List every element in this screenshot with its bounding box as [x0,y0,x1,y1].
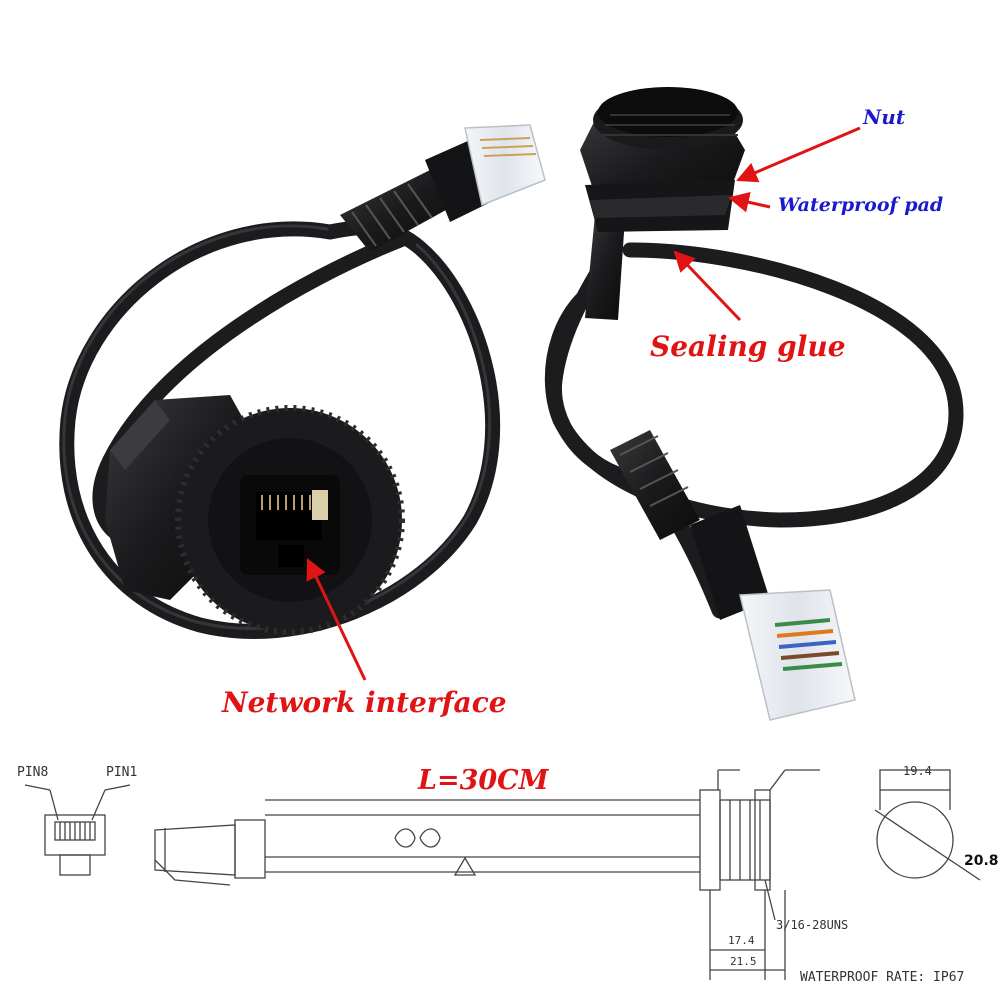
network-interface-arrow [306,558,367,681]
width-dimension-label: 19.4 [903,764,932,778]
sealing-glue-arrow [673,250,742,322]
network-interface-label: Network interface [222,686,507,719]
sealing-glue-sleeve [585,215,625,320]
waterproof-pad-label: Waterproof pad [778,194,944,216]
right-panel-connector [580,87,745,232]
pin8-label: PIN8 [17,765,49,780]
plug-side-drawing [154,819,266,886]
left-rj45-plug [340,124,546,252]
sealing-glue-label: Sealing glue [650,330,846,363]
left-panel-jack [105,395,405,635]
waterproof-pad-arrow [727,191,771,213]
nut-arrow [736,126,861,183]
pin1-label: PIN1 [106,765,138,780]
technical-drawing [24,769,981,980]
dim-17-4-label: 17.4 [728,934,755,947]
height-dimension-label: 20.8 [964,853,999,869]
dim-21-5-label: 21.5 [730,955,757,968]
cable-length-label: L=30CM [418,765,549,796]
callout-arrows [306,126,861,681]
right-rj45-plug [610,430,856,721]
thread-spec-label: 3/16-28UNS [776,918,849,932]
pin-view-drawing [24,784,131,876]
panel-mount-drawing [699,769,820,980]
waterproof-rate-label: WATERPROOF RATE: IP67 [800,970,965,985]
front-view-drawing [874,769,981,881]
nut-label: Nut [863,105,906,129]
